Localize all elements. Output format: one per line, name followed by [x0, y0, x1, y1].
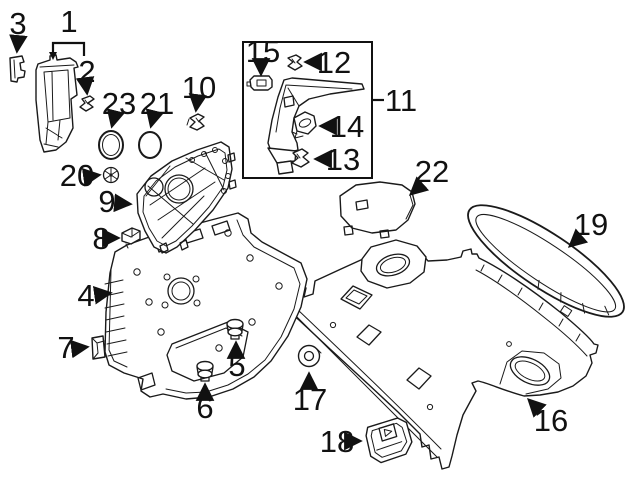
callout-17-label[interactable]: 17 [293, 382, 327, 417]
callout-13-label[interactable]: 13 [326, 142, 360, 177]
small-hole [144, 177, 164, 197]
right-speaker-hole [509, 356, 551, 386]
part-6-fastener-drawing [196, 360, 214, 382]
shelf-rear-strip-inner-edge [475, 269, 588, 357]
part-12-clip-drawing [287, 54, 303, 71]
callout-19-arrow [567, 228, 589, 248]
part-22-cover-drawing [339, 181, 416, 239]
panel-hole [167, 277, 195, 305]
callout-3-label[interactable]: 3 [9, 6, 26, 41]
callout-10-arrow [188, 93, 208, 113]
callout-9-label[interactable]: 9 [98, 184, 115, 219]
callout-22-label[interactable]: 22 [415, 154, 449, 189]
callout-10-label[interactable]: 10 [182, 70, 216, 105]
shelf-slot-inner [345, 289, 368, 305]
shelf-slot [340, 285, 373, 310]
part-8-clip-drawing [121, 227, 141, 249]
trim-outline [35, 54, 79, 153]
callout-16-label[interactable]: 16 [534, 403, 568, 438]
part-11-pillar-trim-drawing [267, 77, 365, 175]
callout-1-arrowhead [49, 52, 57, 60]
part-21-seal-drawing [138, 131, 162, 159]
callout-8-label[interactable]: 8 [92, 221, 109, 256]
part-11-inset [242, 41, 373, 179]
callout-21-label[interactable]: 21 [140, 86, 174, 121]
part-20-grommet-drawing [102, 166, 120, 184]
callout-2-arrow [75, 76, 95, 96]
part-7-clip-drawing [91, 335, 106, 360]
callout-19-label[interactable]: 19 [574, 207, 608, 242]
callout-1-bracket [51, 41, 86, 56]
part-3-clip-drawing [9, 55, 26, 83]
shelf-front-lip [294, 308, 442, 458]
callout-9-arrow [113, 193, 133, 213]
callout-15-label[interactable]: 15 [246, 34, 280, 69]
part-18-latch-drawing [365, 417, 413, 464]
callout-7-arrow [70, 339, 90, 359]
callout-20-label[interactable]: 20 [60, 158, 94, 193]
callout-5-label[interactable]: 5 [228, 348, 245, 383]
part-16-package-shelf-drawing [289, 239, 599, 470]
part-19-side-trim-drawing [467, 204, 625, 318]
callout-20-arrow [81, 167, 102, 187]
speaker-hole [164, 174, 194, 204]
callout-16-arrow [527, 398, 547, 418]
callout-7-label[interactable]: 7 [57, 330, 74, 365]
panel-edge-ribs [104, 279, 128, 357]
callout-12-label[interactable]: 12 [317, 45, 351, 80]
part-4-quarter-trim-drawing [104, 212, 308, 400]
shelf-hole [506, 341, 512, 347]
callouts: 3 1 2 23 21 10 20 9 8 4 7 5 6 15 12 [9, 4, 608, 459]
callout-18-label[interactable]: 18 [320, 424, 354, 459]
callout-6-label[interactable]: 6 [196, 390, 213, 425]
part-13-clip-drawing [291, 148, 310, 168]
callout-2-label[interactable]: 2 [78, 54, 95, 89]
part-23-seal-drawing [98, 130, 124, 160]
callout-4-arrow [92, 285, 113, 305]
callout-23-arrow [106, 108, 125, 129]
callout-1-label[interactable]: 1 [60, 4, 77, 39]
part-5-fastener-drawing [226, 318, 244, 340]
panel-screw-bosses [133, 229, 283, 352]
callout-22-arrow [408, 176, 430, 196]
panel-outline [104, 212, 308, 400]
inset-box [242, 41, 373, 179]
callout-23-label[interactable]: 23 [102, 86, 136, 121]
callout-21-arrow [145, 108, 164, 129]
part-15-grommet-drawing [246, 75, 273, 91]
right-speaker-surround [499, 350, 562, 395]
panel-outline [136, 141, 233, 254]
shelf-rear-strip-hatch [480, 264, 581, 342]
left-speaker-pod [360, 239, 427, 289]
part-1-pillar-trim-drawing [35, 54, 79, 153]
callout-14-label[interactable]: 14 [330, 109, 364, 144]
callout-4-label[interactable]: 4 [77, 278, 94, 313]
left-speaker-hole [375, 253, 411, 277]
shelf-hole [426, 403, 434, 411]
callout-3-arrow [9, 34, 28, 54]
callout-11-label[interactable]: 11 [385, 83, 417, 118]
part-10-clip-drawing [186, 113, 205, 131]
part-2-clip-drawing [79, 95, 95, 112]
part-17-grommet-drawing [297, 344, 322, 368]
part-9-speaker-panel-drawing [136, 141, 237, 254]
part-14-clip-drawing [293, 111, 317, 139]
shelf-hole [329, 321, 337, 329]
shelf-slot [356, 324, 382, 346]
shelf-slot [406, 367, 432, 390]
